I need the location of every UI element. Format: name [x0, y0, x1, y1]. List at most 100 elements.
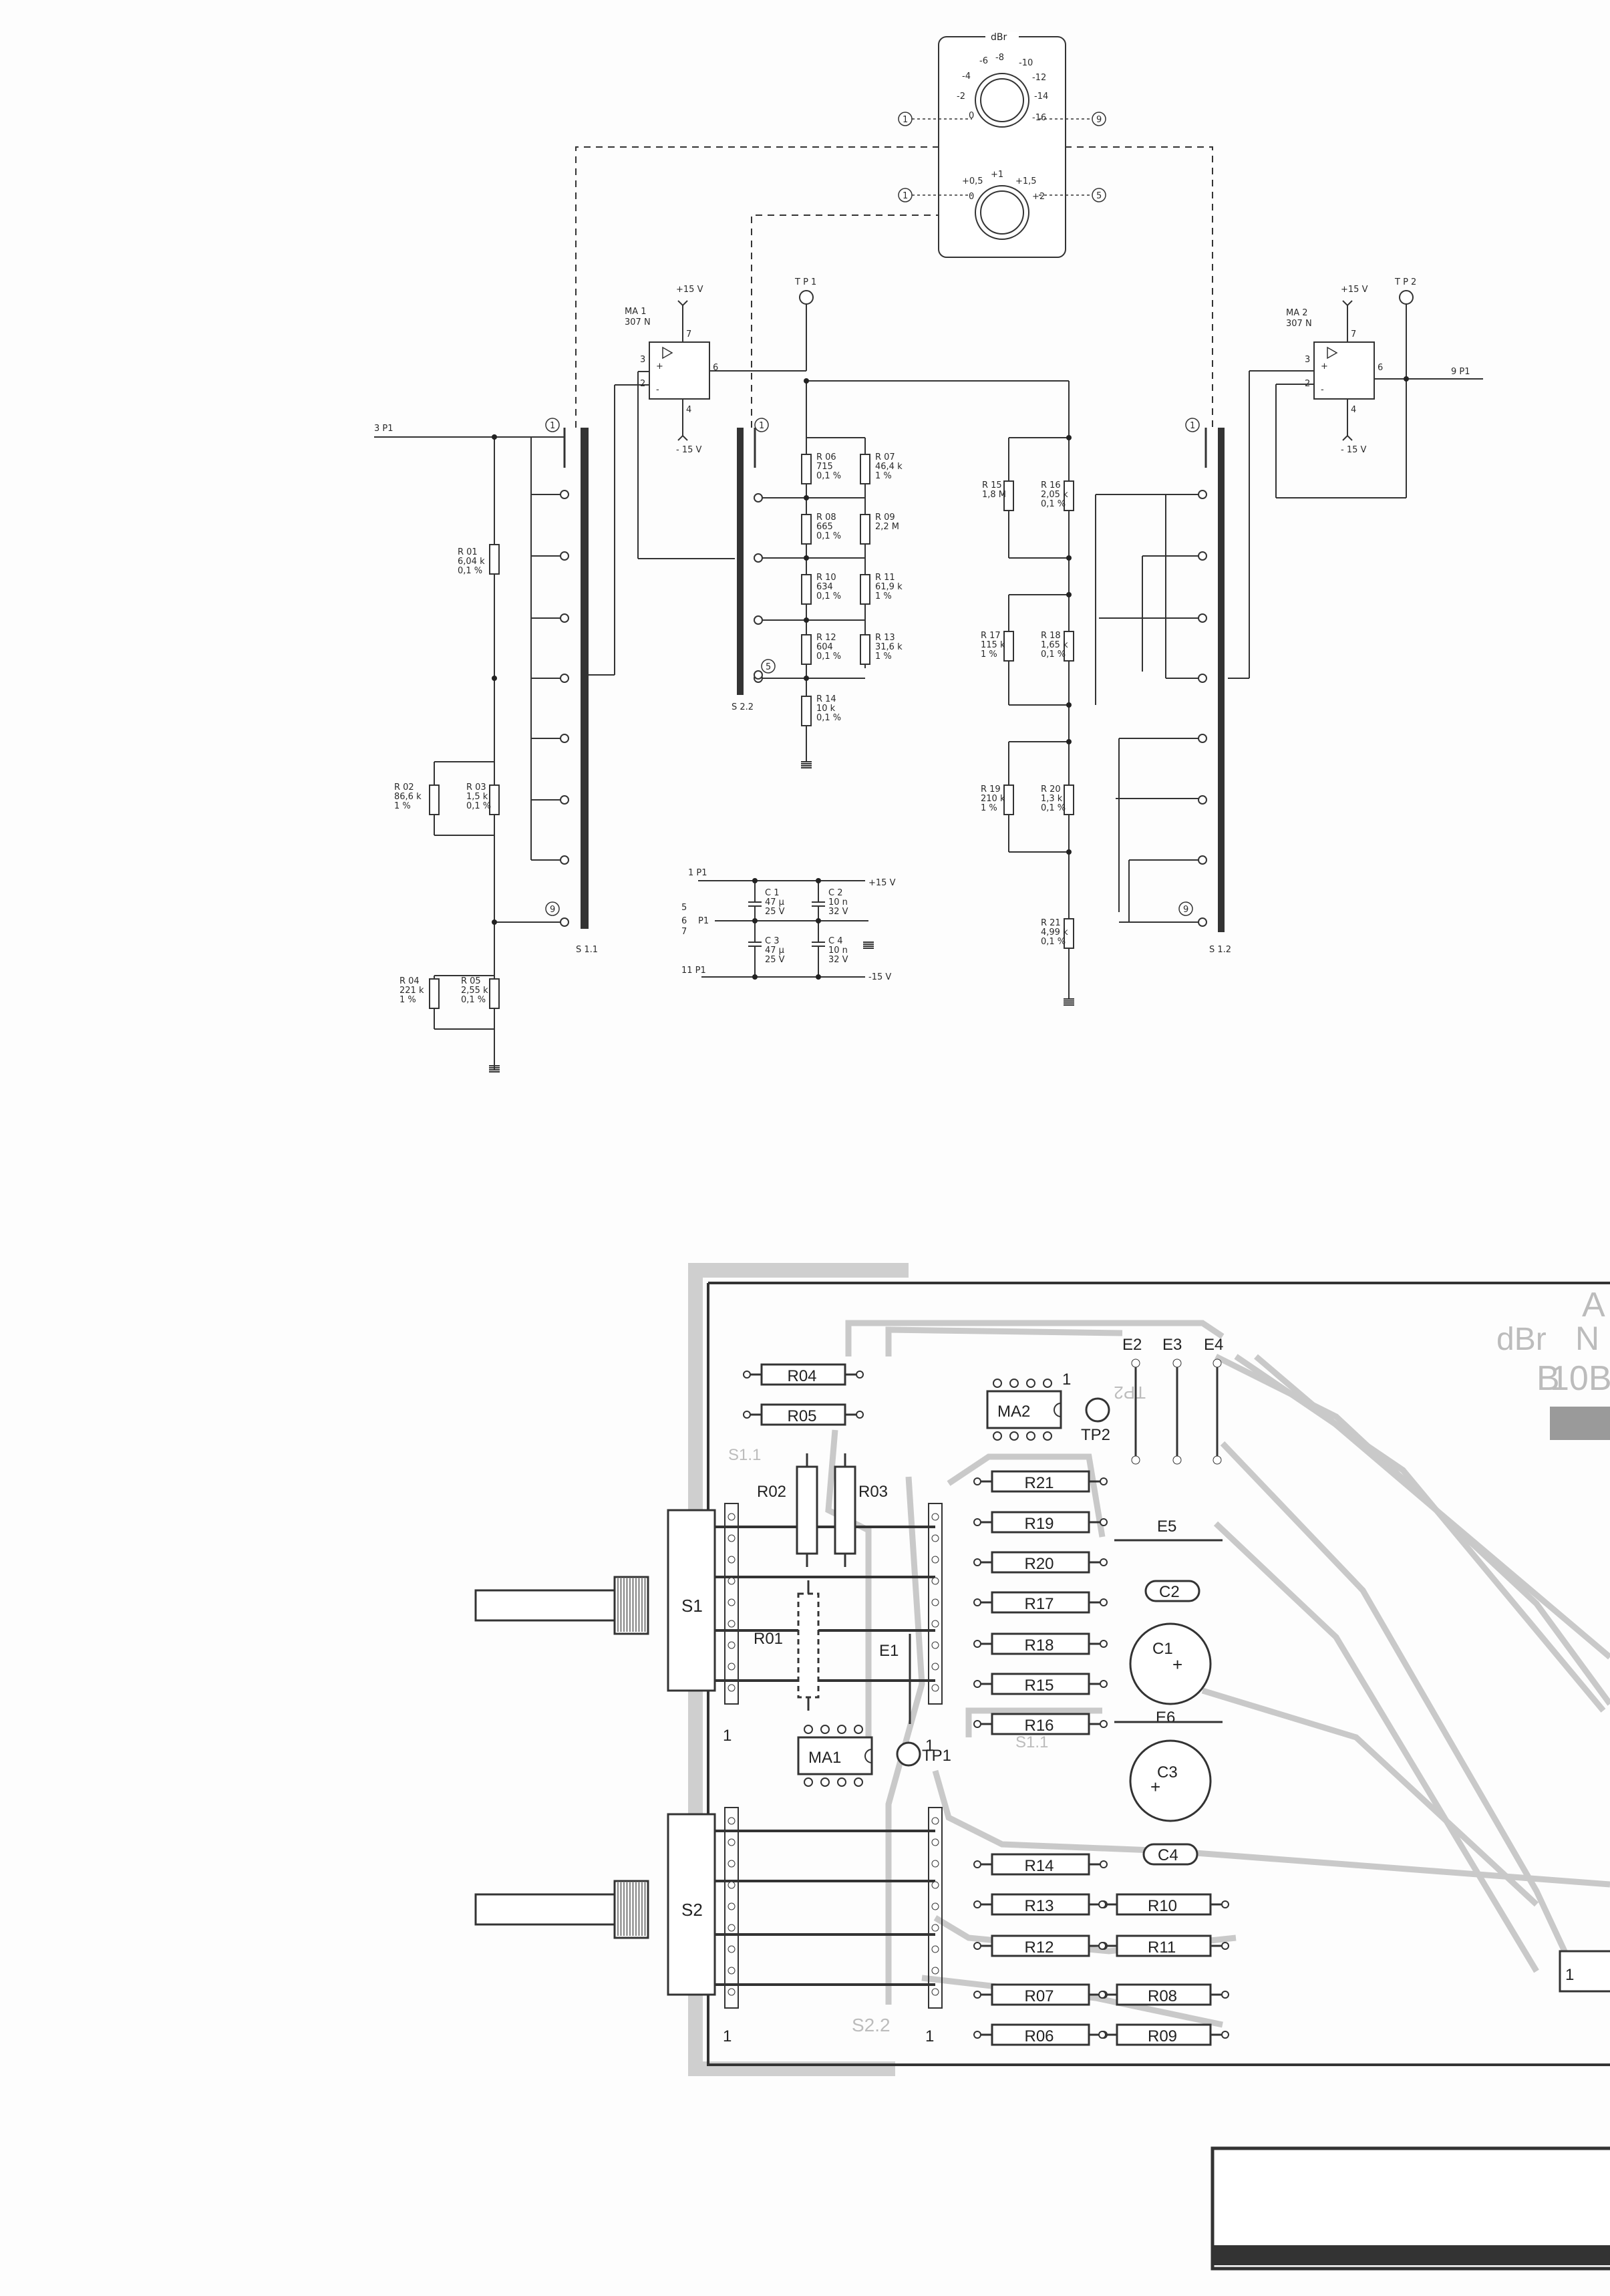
resistor-symbol — [801, 454, 812, 484]
test-point — [1399, 290, 1414, 305]
resistor-ref: R14 — [1025, 1857, 1054, 1875]
switch-contact — [560, 490, 569, 499]
resistor-tolerance: 1 % — [981, 803, 997, 813]
wire — [1220, 1441, 1587, 1993]
pin-number: 6 — [713, 363, 718, 373]
wire — [1254, 1354, 1610, 1660]
pad — [728, 1881, 736, 1889]
wire — [1342, 434, 1353, 441]
meter-scale-upper: -8 — [995, 53, 1004, 63]
pad — [931, 1598, 939, 1606]
meter-scale-upper: -2 — [957, 92, 965, 102]
resistor-ref: R 16 — [1041, 480, 1061, 490]
resistor-symbol — [801, 514, 812, 545]
supply-rail: 7 — [681, 927, 687, 937]
pin-number: 3 — [640, 355, 645, 365]
resistor-ref: R10 — [1148, 1897, 1177, 1915]
opamp-minus: - — [1321, 385, 1324, 395]
pad — [1100, 1640, 1108, 1648]
pin-number: 2 — [1305, 379, 1310, 389]
ic-notch — [864, 1749, 872, 1763]
resistor-body — [991, 1673, 1090, 1695]
pad — [931, 1967, 939, 1975]
opamp-box — [1313, 341, 1375, 400]
pad — [1221, 1991, 1229, 1999]
wire — [885, 1476, 925, 2005]
pad — [931, 1663, 939, 1671]
switch-bushing — [613, 1576, 649, 1635]
pad — [728, 1556, 736, 1564]
pad — [931, 1534, 939, 1542]
resistor-tolerance: 1 % — [399, 995, 416, 1005]
edge-connector — [1559, 1950, 1610, 1993]
resistor-tolerance: 0,1 % — [1041, 650, 1066, 660]
junction-dot — [804, 676, 809, 681]
pad — [1098, 2031, 1106, 2039]
edge-text: dBr — [1496, 1322, 1547, 1357]
resistor-body — [834, 1465, 856, 1555]
switch-shaft — [474, 1589, 631, 1622]
resistor-tolerance: 1 % — [875, 591, 892, 601]
resistor-ref: R20 — [1025, 1555, 1054, 1573]
junction-dot — [804, 378, 809, 384]
board-shade — [688, 1263, 909, 1278]
pad — [1131, 1358, 1140, 1368]
output-port: 9 P1 — [1451, 367, 1470, 377]
pad — [1098, 1991, 1106, 1999]
switch-contact — [1198, 613, 1207, 623]
opamp-minus: - — [656, 385, 659, 395]
resistor-tolerance: 0,1 % — [1041, 937, 1066, 947]
pad — [1172, 1455, 1182, 1465]
test-point-label: T P 1 — [794, 277, 816, 287]
wire — [965, 1707, 1102, 1737]
supply-rail: 6 — [681, 916, 687, 926]
resistor-symbol — [860, 574, 870, 605]
position-number: 9 — [1183, 905, 1188, 915]
pin-number: 6 — [1378, 363, 1383, 373]
opamp-box — [649, 341, 710, 400]
resistor-symbol — [489, 978, 500, 1009]
opamp-symbol — [1327, 346, 1338, 360]
pad — [728, 1967, 736, 1975]
pad — [743, 1371, 751, 1379]
cap-value: 10 n — [828, 897, 848, 907]
pad — [728, 1924, 736, 1932]
pad — [1100, 1598, 1108, 1606]
resistor-tolerance: 1 % — [981, 650, 997, 660]
resistor-tolerance: 1 % — [394, 801, 411, 811]
switch-contact — [560, 613, 569, 623]
ic-notch — [1054, 1403, 1062, 1417]
resistor-symbol — [429, 978, 440, 1009]
resistor-ref: R 12 — [816, 633, 836, 643]
resistor-body — [991, 1551, 1090, 1574]
pad — [856, 1371, 864, 1379]
pad — [1100, 1477, 1108, 1485]
test-point-pad — [1085, 1397, 1110, 1423]
resistor-tolerance: 0,1 % — [1041, 803, 1066, 813]
pad — [728, 1620, 736, 1628]
meter-scale-lower: +2 — [1032, 192, 1045, 202]
cap-value: 47 µ — [765, 897, 784, 907]
wire — [1213, 1521, 1539, 1973]
ic-pin — [804, 1777, 813, 1787]
pad — [931, 1902, 939, 1910]
switch-contact — [560, 855, 569, 865]
resistor-ref: R 10 — [816, 573, 836, 583]
supply-rail: 1 P1 — [688, 868, 707, 878]
terminal-ref: E1 — [879, 1642, 899, 1660]
resistor-ref: R 13 — [875, 633, 895, 643]
wire — [1201, 1687, 1539, 1907]
resistor-body — [991, 2023, 1090, 2046]
junction-dot — [804, 495, 809, 500]
pad — [728, 1641, 736, 1649]
pad — [973, 1680, 981, 1688]
switch-contact — [754, 670, 763, 680]
switch-contact — [560, 551, 569, 561]
ic-pin — [837, 1725, 846, 1734]
meter-scale-lower: 0 — [969, 192, 974, 202]
pad — [728, 1577, 736, 1585]
meter-dial-upper — [975, 73, 1029, 128]
meter-scale-lower: +0,5 — [962, 176, 983, 186]
pad — [1213, 1358, 1222, 1368]
resistor-value: 715 — [816, 462, 833, 472]
